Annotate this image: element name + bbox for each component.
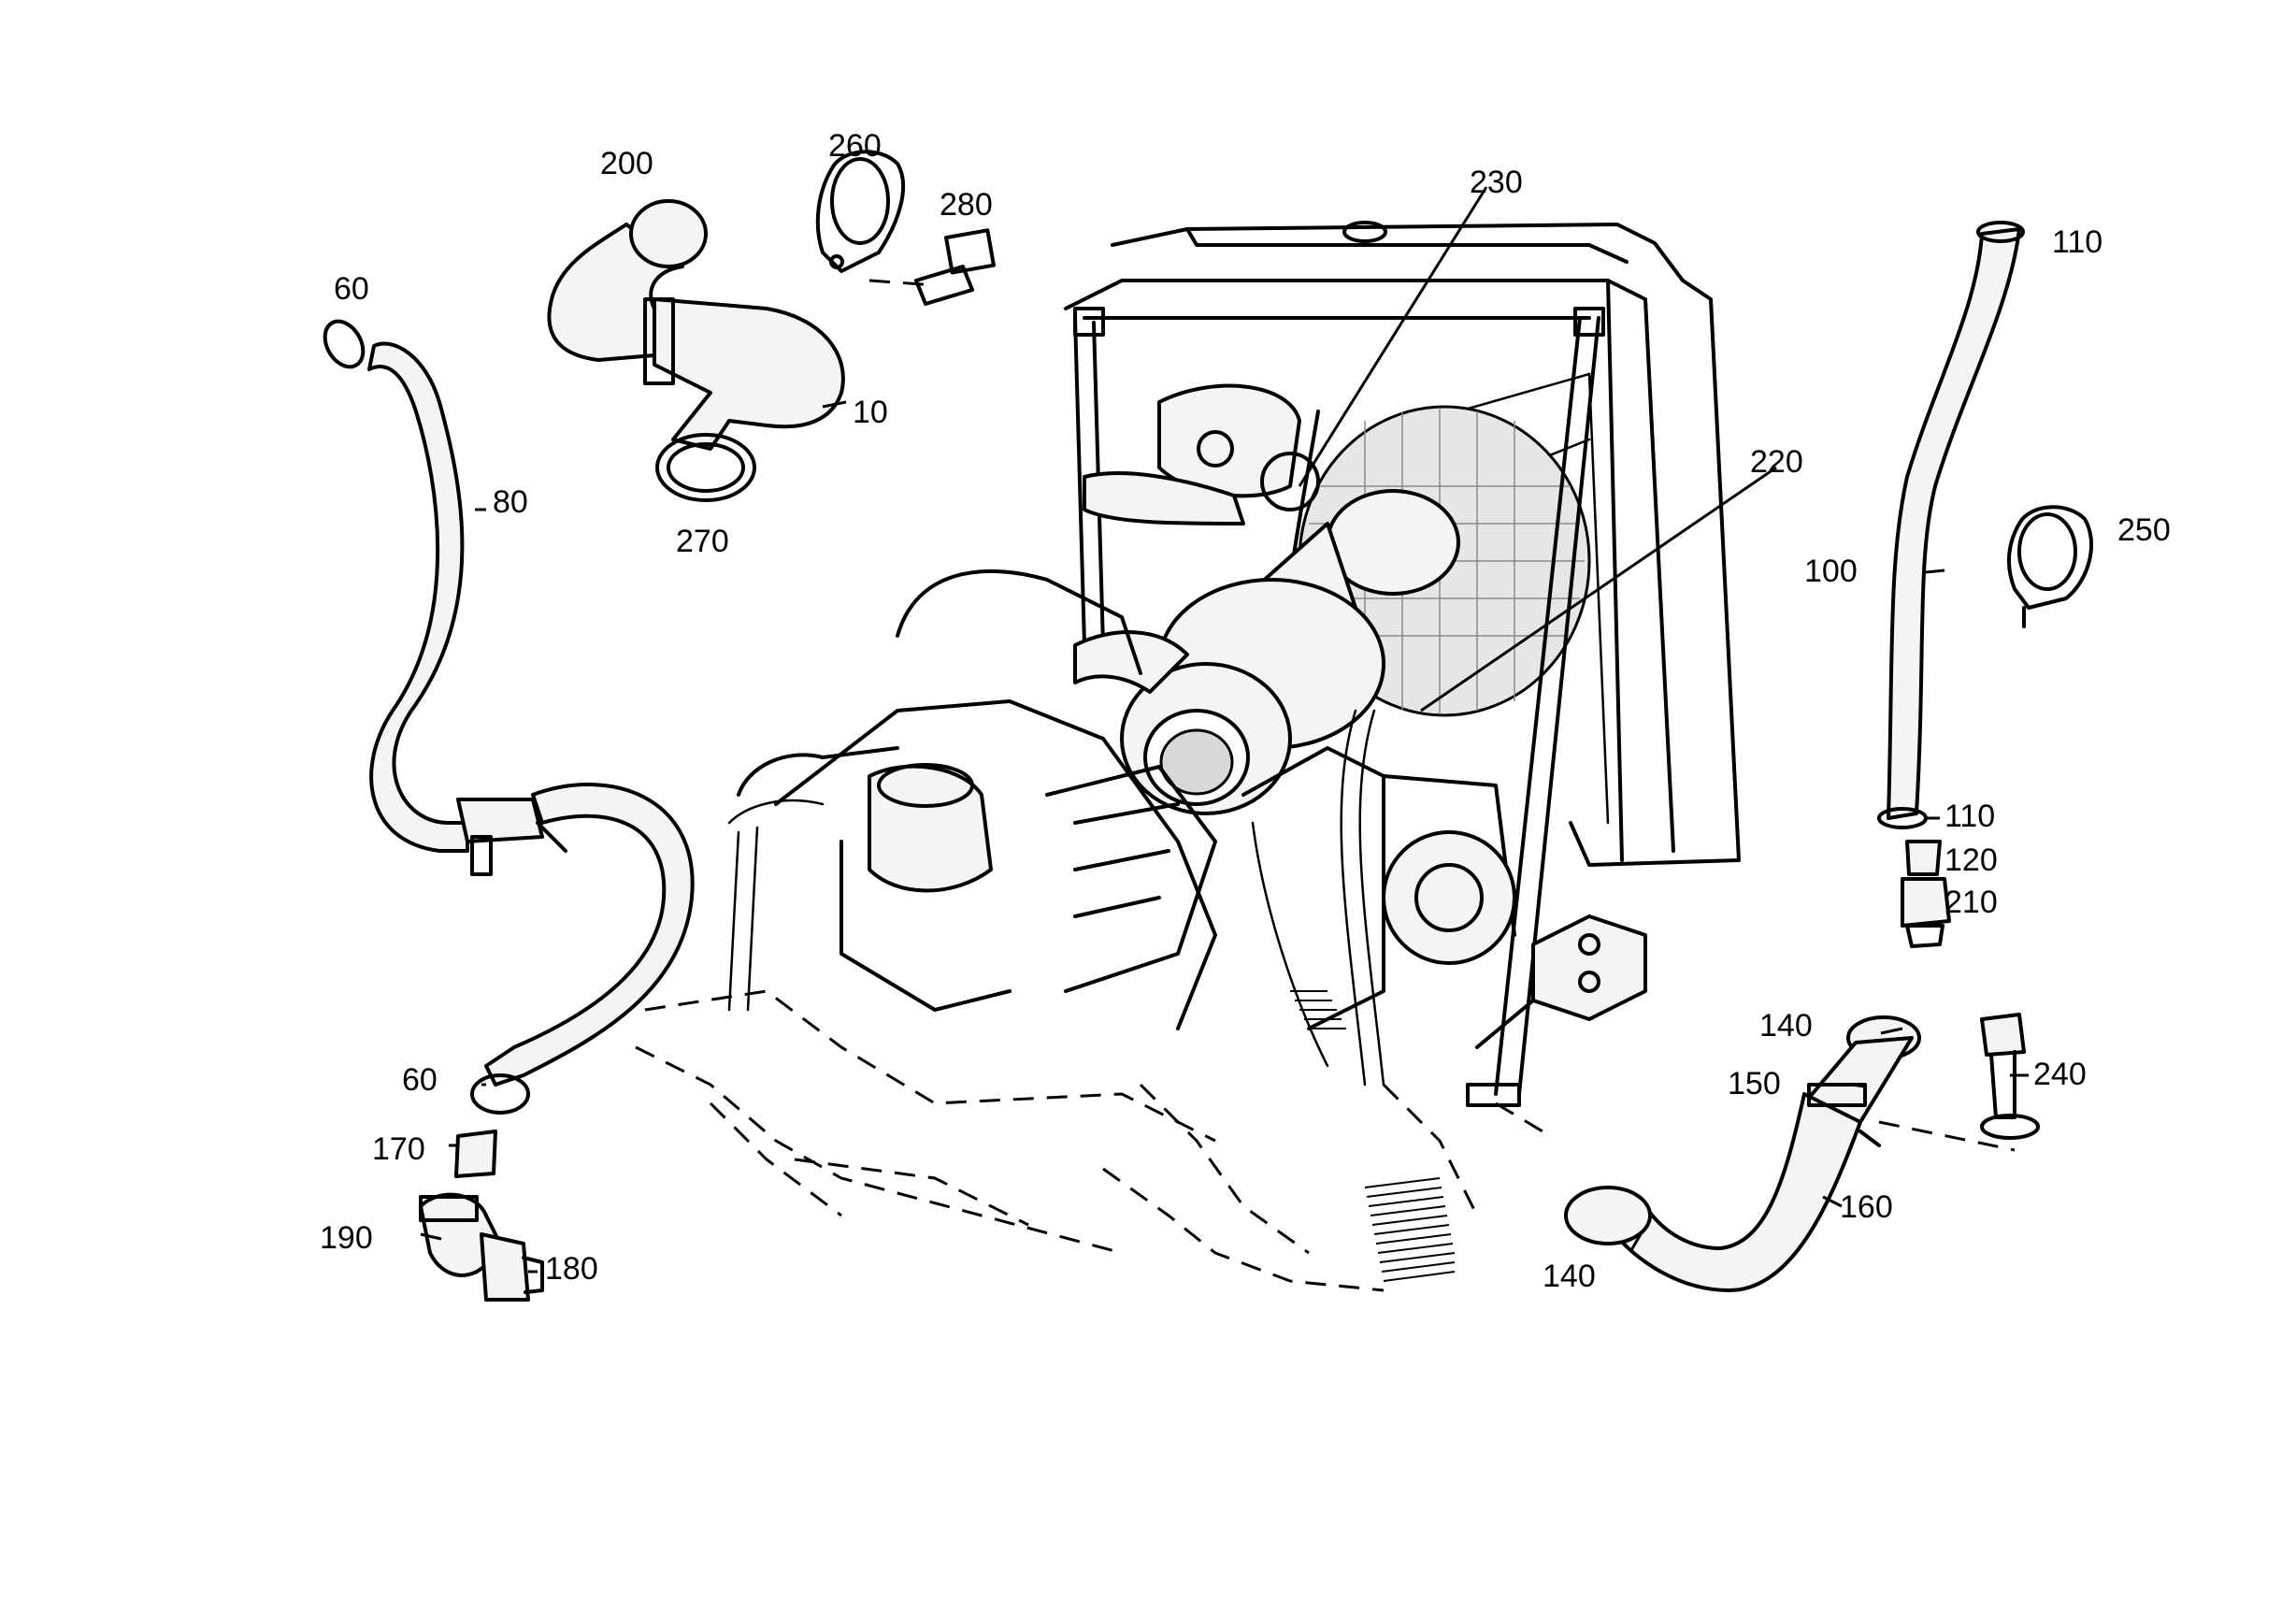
nipple-170	[454, 1130, 497, 1178]
hose-160	[1564, 1015, 1921, 1292]
fitting-210	[1901, 877, 1951, 948]
callout-160: 160	[1840, 1189, 1893, 1225]
turbocharger	[1073, 489, 1460, 815]
callout-200: 200	[600, 146, 653, 181]
callout-10: 10	[853, 395, 888, 430]
engine-mount	[1475, 914, 1647, 1049]
clamp-250	[2007, 505, 2093, 628]
callout-150: 150	[1728, 1066, 1781, 1101]
callout-280: 280	[940, 187, 993, 223]
callout-260: 260	[828, 128, 882, 164]
callout-110-mid: 110	[1944, 799, 1995, 834]
leader-lines	[420, 186, 2029, 1274]
callout-60-top: 60	[334, 271, 369, 307]
callout-140-bottom: 140	[1543, 1259, 1596, 1294]
radiator-shroud	[1064, 221, 1741, 867]
hose-100	[1877, 221, 2025, 829]
upper-manifold	[1083, 383, 1320, 582]
shadow-hatching	[1290, 990, 1456, 1282]
callout-240: 240	[2033, 1057, 2087, 1092]
clamp-60-bottom	[470, 1073, 530, 1115]
callout-180: 180	[545, 1251, 598, 1287]
bolt-240	[1878, 1013, 2040, 1152]
hose-connector-mid	[456, 798, 567, 876]
clamp-260	[815, 150, 906, 273]
hose-clamp-270	[655, 433, 756, 502]
callout-60-bottom: 60	[402, 1062, 438, 1098]
callout-230: 230	[1470, 165, 1523, 200]
callout-120: 120	[1944, 842, 1998, 878]
callout-140-top: 140	[1759, 1008, 1813, 1043]
callout-250: 250	[2117, 512, 2171, 548]
hose-lower	[484, 783, 695, 1087]
callout-labels: 200 260 280 230 110 60 10 220 80 250 270…	[320, 128, 2171, 1294]
engine-assembly	[635, 221, 1741, 1292]
callout-220: 220	[1750, 444, 1803, 480]
callout-190: 190	[320, 1220, 373, 1256]
hose-80	[367, 341, 469, 853]
bolt-280	[868, 228, 996, 306]
callout-100: 100	[1804, 554, 1858, 589]
fitting-180	[480, 1232, 544, 1302]
engine-block	[727, 569, 1516, 1087]
nipple-120	[1905, 840, 1942, 876]
clamp-60-top	[323, 319, 366, 369]
callout-80: 80	[493, 484, 528, 520]
callout-110-top: 110	[2052, 224, 2102, 260]
elbow-hose-10	[547, 199, 845, 451]
engine-base-dashed	[635, 989, 1543, 1292]
callout-270: 270	[676, 524, 729, 559]
callout-210: 210	[1944, 885, 1998, 920]
callout-170: 170	[372, 1131, 425, 1167]
